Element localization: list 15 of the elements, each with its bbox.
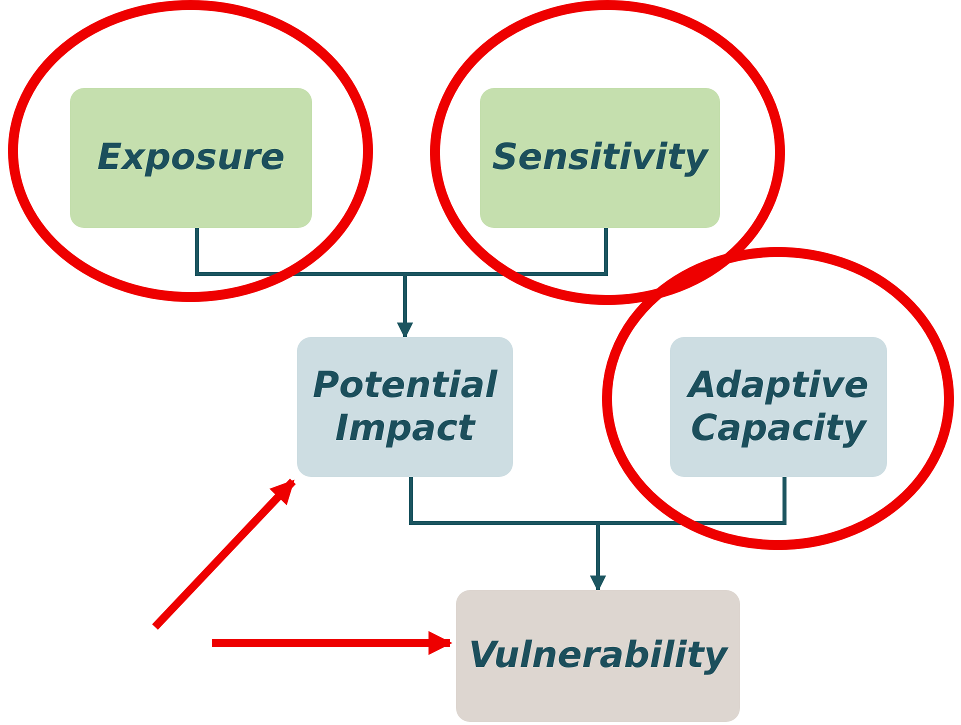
pointer-arrow (152, 478, 296, 630)
process-box (70, 88, 312, 228)
process-box (297, 337, 513, 477)
pointer-arrow (212, 631, 452, 655)
highlight-circle (8, 0, 373, 302)
box-label: Vulnerability (468, 634, 730, 678)
process-box (480, 88, 720, 228)
box-label: Sensitivity (491, 136, 710, 180)
box-label: Potential Impact (312, 364, 498, 450)
box-label: Exposure (96, 136, 286, 180)
process-box (456, 590, 740, 722)
process-box (670, 337, 887, 477)
box-label: Adaptive Capacity (685, 364, 870, 450)
highlight-circle (602, 247, 954, 550)
highlight-circle (430, 0, 785, 305)
